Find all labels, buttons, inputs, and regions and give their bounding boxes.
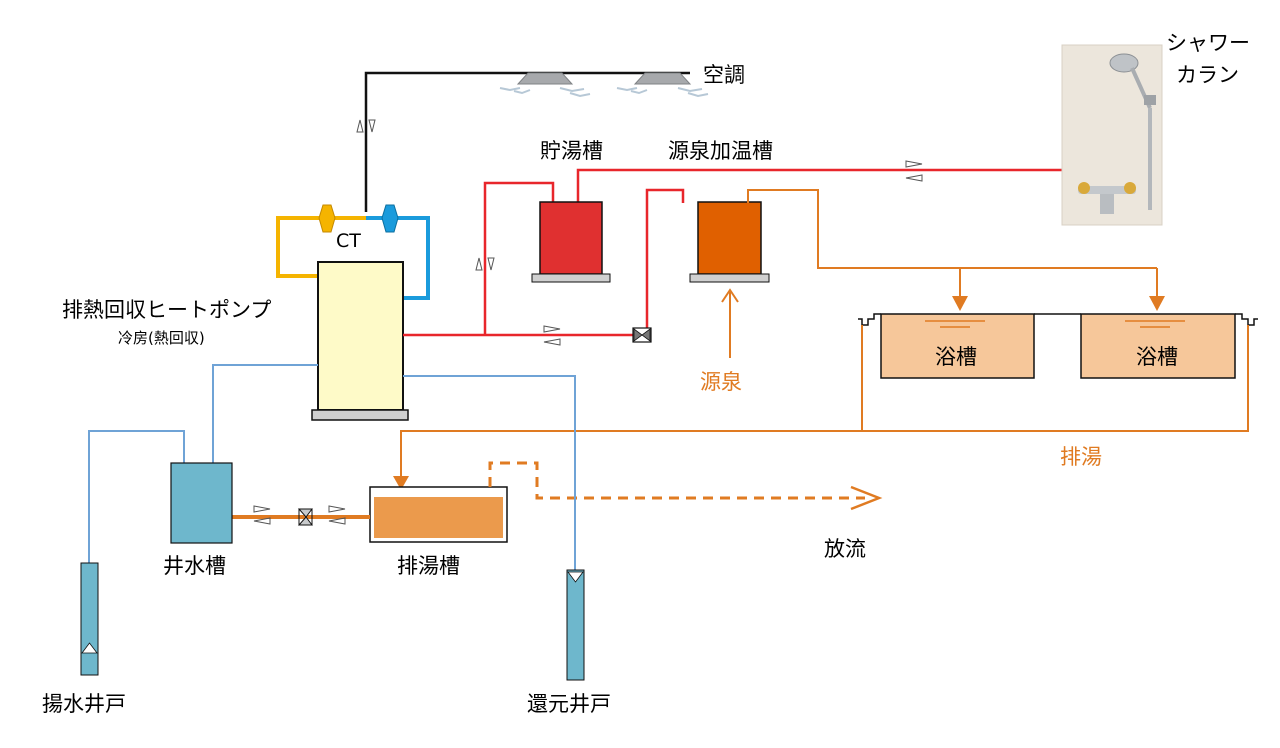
shower-faucet-photo	[1061, 44, 1163, 226]
bath-tub-2	[1080, 313, 1236, 379]
ct-cool-valve-icon	[381, 204, 399, 233]
heat-pump-mode-label: 冷房(熱回収)	[118, 329, 205, 347]
water-surface-lines	[925, 320, 1185, 328]
well-water-tank	[170, 462, 233, 544]
spring-heating-tank-label: 源泉加温槽	[668, 139, 773, 163]
pumping-well	[80, 562, 99, 676]
waste-hot-water-tank-fill	[374, 497, 503, 538]
storage-tank	[539, 201, 603, 275]
discharge-pipe	[488, 461, 865, 500]
faucet-label: カラン	[1176, 63, 1239, 87]
hot-water-pipe	[403, 168, 1062, 337]
waste-hot-water-label: 排湯	[1060, 445, 1102, 469]
bath-supply-arrowhead-1	[952, 296, 968, 311]
pumping-well-label: 揚水井戸	[42, 692, 126, 716]
well-water-pipe	[88, 364, 576, 650]
bath-rim	[858, 313, 1258, 326]
storage-tank-label: 貯湯槽	[540, 139, 603, 163]
ct-label: CT	[336, 230, 361, 252]
hot-spring-source-label: 源泉	[700, 370, 742, 394]
tank-link-valve-icon	[297, 508, 313, 526]
ceiling-cassette-icon	[499, 72, 709, 98]
waste-hot-water-tank-label: 排湯槽	[397, 554, 460, 578]
return-well-flow-icon	[567, 571, 584, 583]
bath-1-label: 浴槽	[935, 345, 977, 369]
tank-link-flow-arrows	[253, 505, 346, 525]
pumping-well-flow-icon	[81, 642, 98, 654]
aircon-pipe	[364, 71, 690, 212]
hot-water-flow-arrows	[475, 160, 923, 346]
bath-2-label: 浴槽	[1136, 345, 1178, 369]
valve-icon	[632, 327, 652, 343]
hot-spring-source-arrow	[721, 288, 739, 358]
spring-heating-tank	[697, 201, 762, 275]
ct-warm-valve-icon	[318, 204, 336, 233]
storage-tank-base	[531, 273, 611, 283]
heat-pump-base	[311, 409, 409, 421]
aircon-label: 空調	[703, 63, 745, 87]
spring-heating-tank-base	[689, 273, 770, 283]
return-well-label: 還元井戸	[527, 692, 611, 716]
aircon-flow-arrows	[356, 119, 376, 133]
discharge-arrowhead	[850, 485, 883, 511]
bath-tub-1	[880, 313, 1035, 379]
well-water-tank-label: 井水槽	[163, 554, 226, 578]
return-well	[566, 569, 585, 681]
bath-supply-arrowhead-2	[1149, 296, 1165, 311]
discharge-label: 放流	[824, 537, 866, 561]
waste-hot-water-arrowhead	[393, 476, 409, 490]
bath-supply-pipe	[747, 189, 1158, 298]
shower-label: シャワー	[1166, 31, 1250, 55]
heat-pump-unit	[317, 261, 404, 411]
waste-hot-water-pipe	[400, 325, 1249, 478]
heat-pump-label: 排熱回収ヒートポンプ	[62, 298, 271, 322]
